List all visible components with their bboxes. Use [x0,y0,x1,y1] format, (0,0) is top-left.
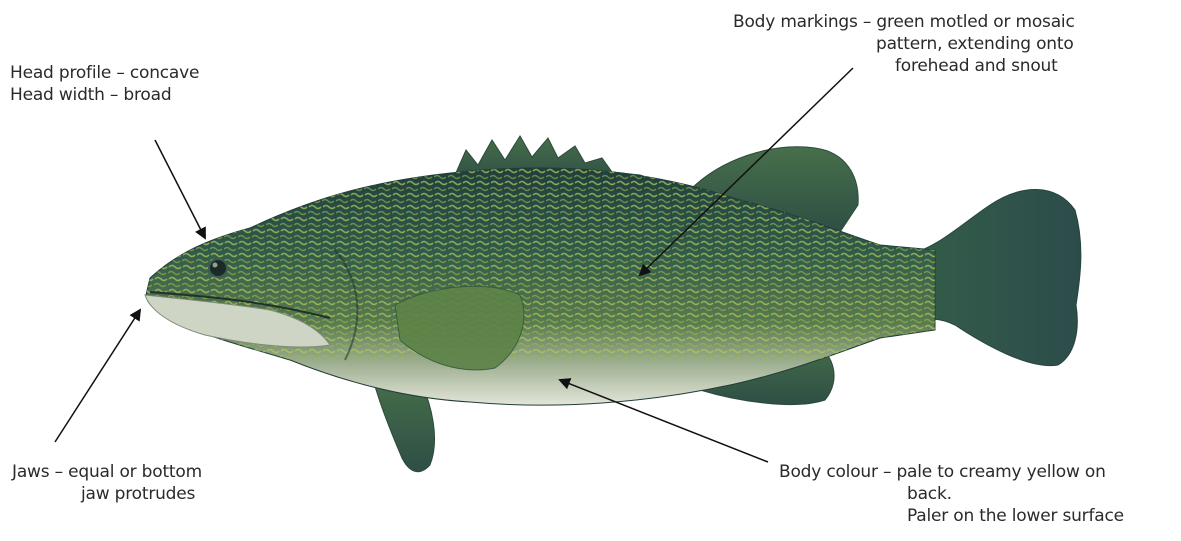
label-markings: Body markings – green motled or mosaic p… [733,11,1075,77]
label-markings-line3: forehead and snout [733,55,1075,77]
label-colour-line3: Paler on the lower surface [779,505,1124,527]
label-markings-line2: pattern, extending onto [733,33,1075,55]
arrow-jaws [55,310,140,442]
arrow-head-profile [155,140,205,238]
label-jaws-line1: Jaws – equal or bottom [12,461,202,483]
label-head-line1: Head profile – concave [10,62,199,84]
label-jaws: Jaws – equal or bottom jaw protrudes [12,461,202,505]
label-head: Head profile – concave Head width – broa… [10,62,199,106]
eye [209,259,227,277]
eye-highlight [213,263,218,268]
label-colour-line2: back. [779,483,1124,505]
label-markings-line1: Body markings – green motled or mosaic [733,11,1075,33]
label-jaws-line2: jaw protrudes [12,483,202,505]
label-colour-line1: Body colour – pale to creamy yellow on [779,461,1124,483]
label-head-line2: Head width – broad [10,84,199,106]
label-colour: Body colour – pale to creamy yellow on b… [779,461,1124,527]
